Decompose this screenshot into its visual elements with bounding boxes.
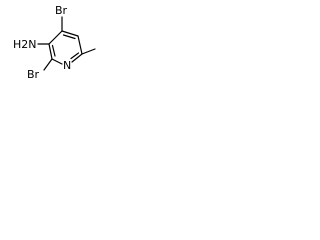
bond-c4-c5-inner (62, 34, 76, 40)
bromine-bottom-label: Br (27, 68, 40, 81)
bond-c6-methyl (81, 48, 96, 55)
amine-label: H2N (13, 38, 37, 51)
bond-c4-c5 (61, 30, 79, 37)
ring-nitrogen-label: N (63, 59, 71, 72)
bond-c3-c4 (48, 30, 63, 45)
bond-c2-c3 (48, 43, 53, 60)
bond-c2-br (43, 58, 53, 71)
bond-c5-c6 (77, 35, 83, 55)
bromine-top-label: Br (55, 4, 68, 17)
bond-c2-c3-inner (51, 44, 56, 57)
bond-n1-c2 (51, 58, 63, 65)
bond-c6-n1 (71, 53, 83, 63)
bond-c6-n1-inner (70, 52, 80, 60)
chemical-structure: Br H2N Br N (13, 4, 96, 81)
